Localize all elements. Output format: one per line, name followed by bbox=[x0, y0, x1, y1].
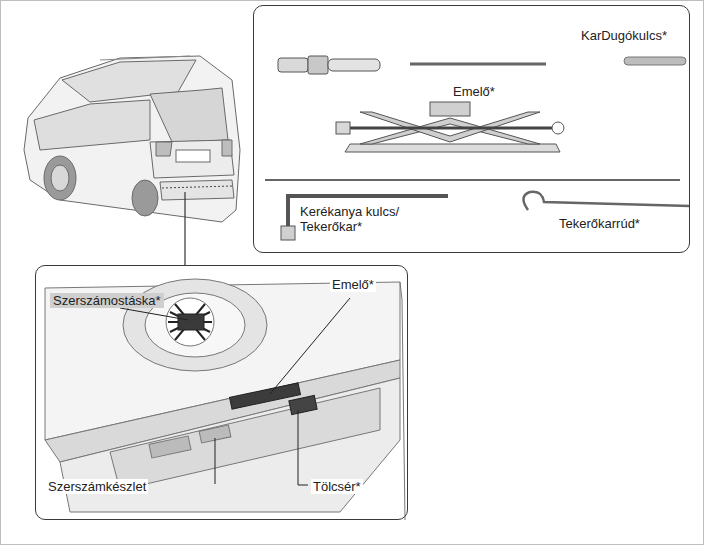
inset-panel: Szerszámostáska* Emelő* Szerszámkészlet Töl… bbox=[35, 265, 408, 520]
separator-line bbox=[265, 179, 680, 180]
scissor-jack bbox=[336, 102, 564, 152]
leader-line bbox=[184, 192, 185, 265]
socket-wrench-handle bbox=[624, 57, 686, 65]
part-label: Emelő* bbox=[451, 84, 497, 99]
lug-wrench bbox=[281, 196, 448, 240]
part-label: KarDugókulcs* bbox=[581, 28, 667, 43]
part-label: Kerékanya kulcs/ Tekerőkar* bbox=[300, 204, 412, 234]
part-label: Szerszámkészlet bbox=[46, 479, 148, 494]
rear-marker bbox=[162, 186, 232, 188]
leader-lines bbox=[120, 298, 350, 485]
car-illustration bbox=[24, 56, 240, 222]
extension-tool bbox=[278, 56, 380, 74]
part-label: Tölcsér* bbox=[311, 479, 363, 494]
trunk-illustration bbox=[45, 279, 405, 520]
part-label: Emelő* bbox=[330, 277, 376, 292]
handle-rod bbox=[523, 192, 690, 210]
part-label: Szerszámostáska* bbox=[50, 293, 164, 308]
tool-panel: KarDugókulcs* Emelő* Kerékanya kulcs/ Teke… bbox=[253, 5, 690, 253]
part-label: Tekerőkarrúd* bbox=[559, 216, 640, 231]
rod-tool bbox=[410, 63, 546, 66]
